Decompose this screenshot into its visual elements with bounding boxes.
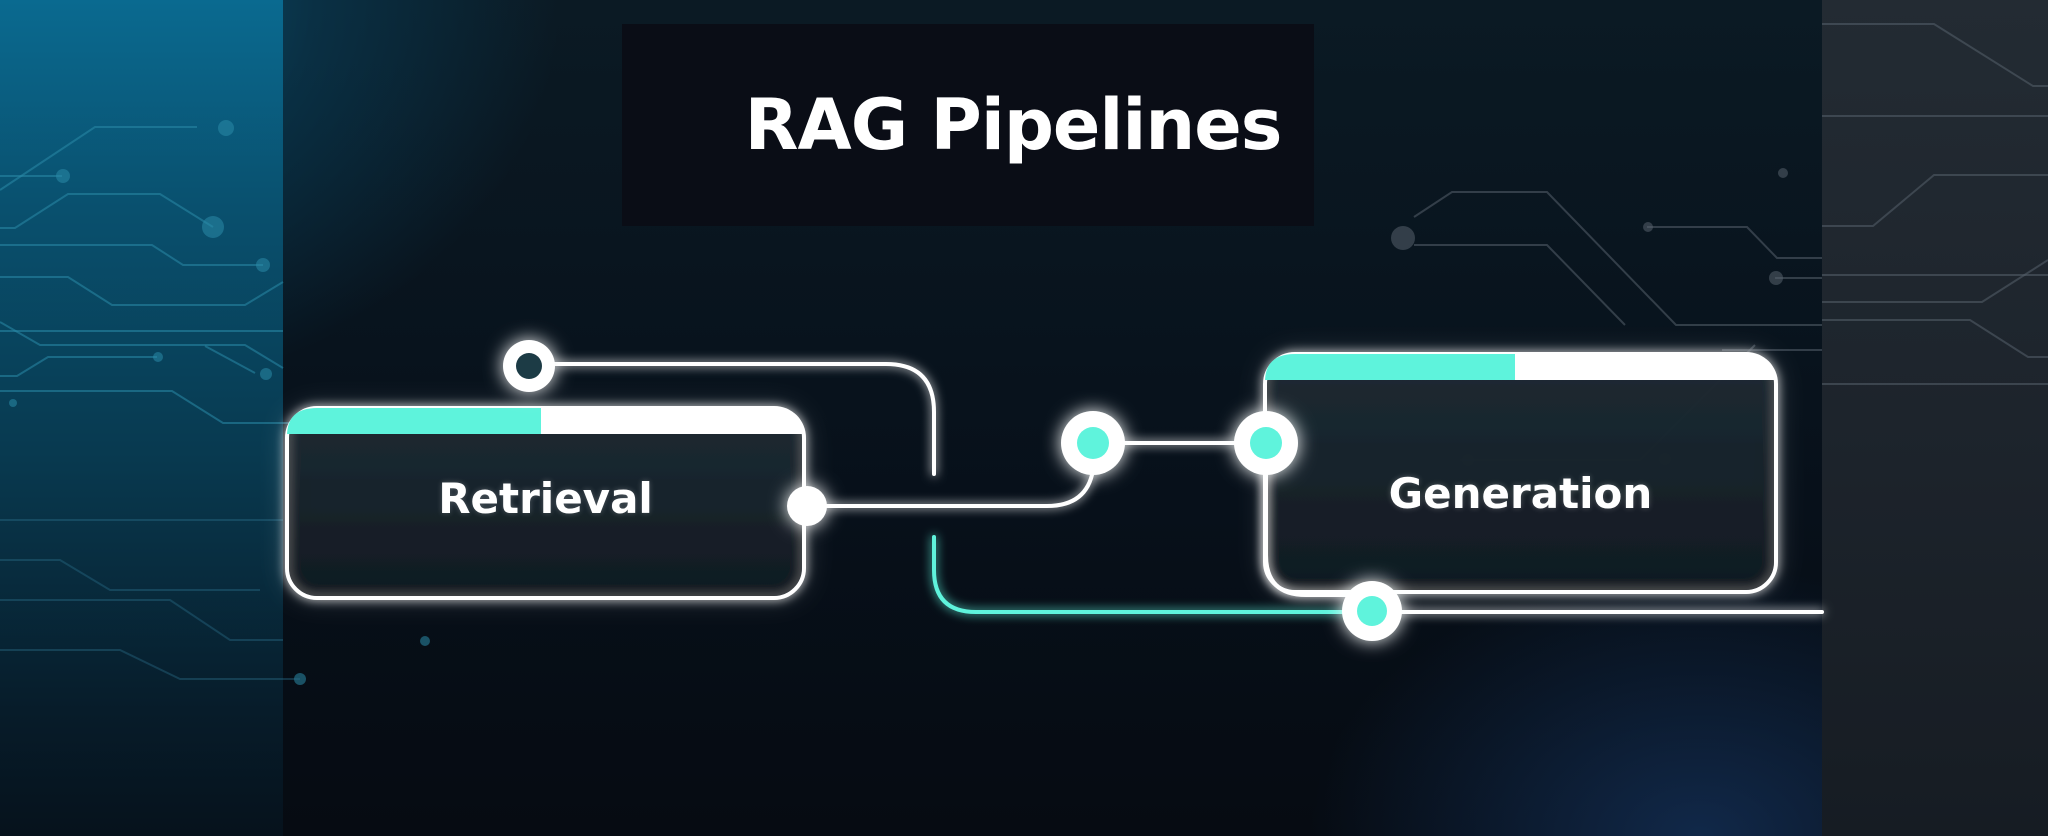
connector-loop-top bbox=[546, 362, 936, 476]
retrieval-header-teal bbox=[287, 408, 541, 436]
circuit-traces-lower-left bbox=[0, 519, 300, 680]
connector-loop-return-teal bbox=[932, 535, 1374, 614]
retrieval-top-port-hole bbox=[516, 353, 542, 379]
page-title: RAG Pipelines bbox=[744, 84, 1283, 166]
connector-generation-side bbox=[1264, 441, 1374, 597]
circuit-traces-left bbox=[0, 126, 300, 424]
generation-input-port-core bbox=[1250, 427, 1282, 459]
retrieval-label: Retrieval bbox=[438, 474, 653, 523]
relay-port-core bbox=[1077, 427, 1109, 459]
circuit-dots-left bbox=[9, 120, 430, 685]
generation-header-white bbox=[1515, 354, 1776, 382]
generation-header-teal bbox=[1265, 354, 1515, 382]
generation-label: Generation bbox=[1388, 469, 1653, 518]
generation-bottom-port-core bbox=[1357, 596, 1387, 626]
connector-retrieval-to-relay bbox=[804, 468, 1095, 508]
generation-node[interactable] bbox=[1263, 352, 1778, 594]
right-background-panel bbox=[1822, 0, 2048, 836]
retrieval-output-port[interactable] bbox=[787, 486, 827, 526]
title-banner bbox=[622, 24, 1314, 226]
retrieval-header-white bbox=[541, 408, 804, 436]
left-background-panel bbox=[0, 0, 283, 836]
